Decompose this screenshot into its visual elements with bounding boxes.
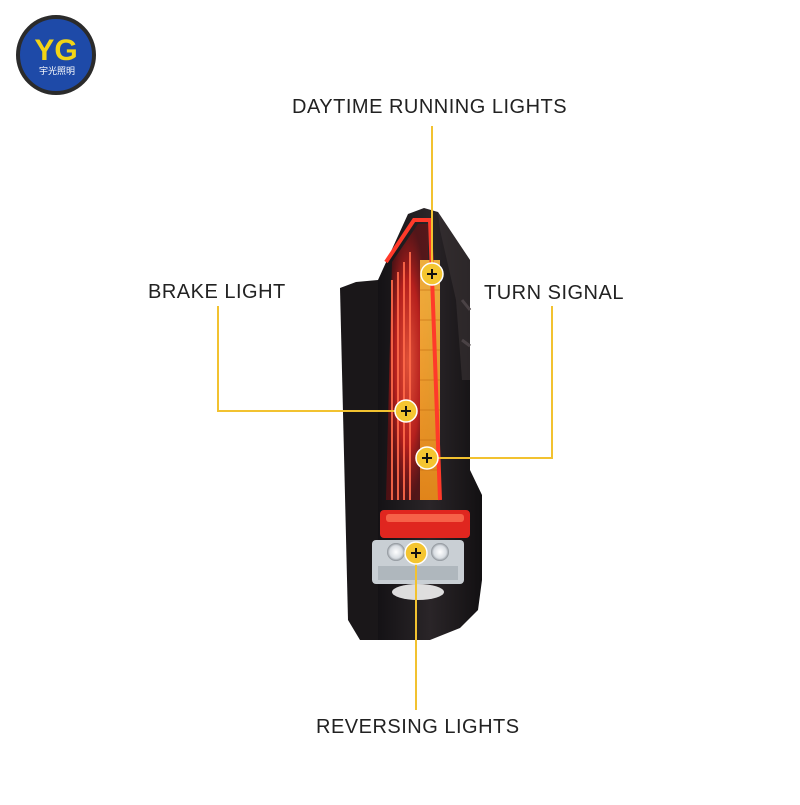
logo-text: 宇光照明	[38, 66, 75, 76]
plus-in-circle-icon	[404, 541, 428, 565]
plus-in-circle-icon	[420, 262, 444, 286]
daytime-running-light-strip	[384, 218, 442, 501]
daytime-running-lights-label: DAYTIME RUNNING LIGHTS	[292, 96, 568, 118]
turn-signal-label: TURN SIGNAL	[484, 282, 624, 304]
plus-in-circle-icon	[415, 446, 439, 470]
plus-in-circle-icon	[394, 399, 418, 423]
turn-leader-line	[432, 306, 553, 459]
logo-badge: YG	[16, 15, 96, 95]
logo-monogram: YG	[34, 34, 77, 67]
brake-light-label: BRAKE LIGHT	[148, 281, 286, 303]
leader-lines	[217, 126, 553, 710]
reversing-lights-label: REVERSING LIGHTS	[316, 716, 520, 738]
brake-leader-line	[217, 306, 400, 412]
brake-light-element	[380, 224, 470, 538]
